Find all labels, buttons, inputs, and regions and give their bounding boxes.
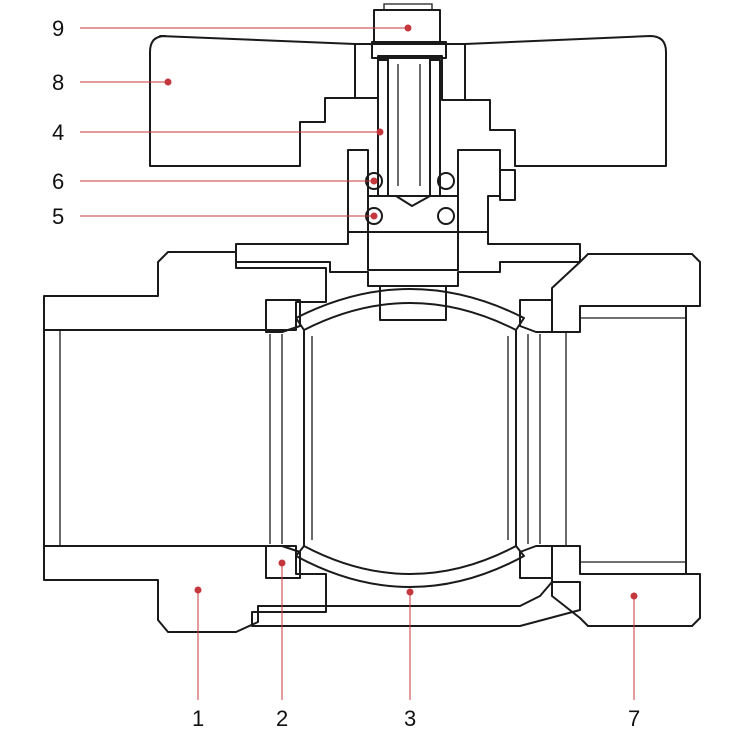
stem	[377, 57, 441, 207]
ball	[295, 288, 525, 588]
callout-6: 6	[52, 169, 64, 194]
callout-4: 4	[52, 120, 64, 145]
callout-7: 7	[628, 706, 640, 731]
seat-rings	[265, 299, 553, 579]
callout-5: 5	[52, 204, 64, 229]
leader-lines	[80, 27, 635, 700]
male-end-part	[43, 251, 327, 633]
valve-body-bottom	[251, 581, 581, 627]
valve-body-top	[235, 231, 581, 321]
callout-8: 8	[52, 70, 64, 95]
callout-9: 9	[52, 16, 64, 41]
valve-neck	[347, 149, 516, 271]
leader-dots	[164, 24, 638, 600]
callout-3: 3	[404, 706, 416, 731]
callout-1: 1	[192, 706, 204, 731]
stem-nut	[371, 3, 447, 59]
female-end-part	[551, 253, 701, 627]
handle	[149, 35, 667, 167]
flow-bore	[44, 329, 266, 547]
callout-2: 2	[276, 706, 288, 731]
